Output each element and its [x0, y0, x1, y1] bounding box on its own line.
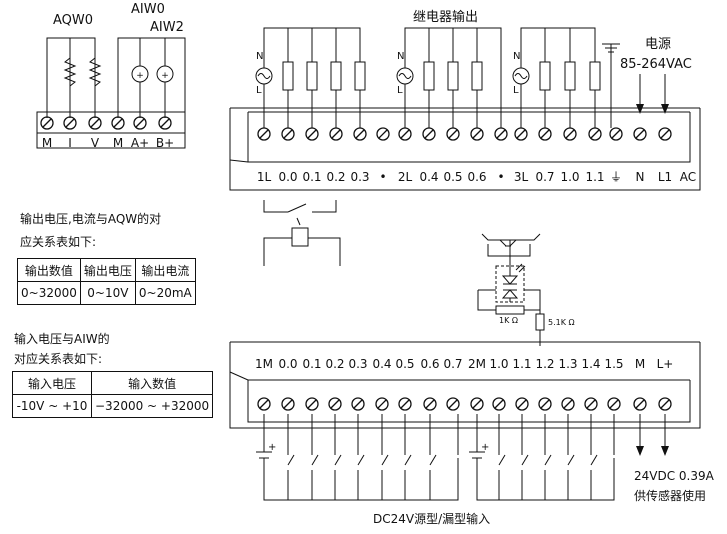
analog-terminal-label: I	[68, 136, 72, 150]
battery-plus-mark: +	[268, 442, 277, 453]
input-terminal-screws	[257, 397, 672, 411]
l-mark: L	[256, 85, 262, 96]
table-cell: 0~10V	[79, 281, 136, 305]
analog-source-marks: + +	[136, 71, 169, 81]
analog-terminal-label: V	[90, 136, 100, 150]
relay-terminal-label: 1.0	[560, 170, 580, 184]
input-terminal-label: 1.3	[558, 357, 578, 371]
input-terminal-label: 1.0	[489, 357, 509, 371]
aiw2-label: AIW2	[150, 20, 184, 35]
analog-terminal-label: A+	[130, 136, 150, 150]
input-terminal-label: 2M	[468, 357, 486, 371]
relay-terminal-label: 0.4	[419, 170, 439, 184]
input-terminal-label: 1.5	[604, 357, 624, 371]
relay-terminal-label: AC	[679, 170, 697, 184]
resistor-1k-label: 1K Ω	[499, 316, 518, 325]
relay-terminal-label: •	[379, 170, 387, 184]
relay-terminal-label: 1L	[256, 170, 272, 184]
input-table-caption-2: 对应关系表如下:	[14, 352, 103, 366]
l-mark: L	[513, 85, 519, 96]
table-cell: 0~32000	[17, 281, 81, 305]
output-relationship-table: 输出数值 输出电压 输出电流 0~32000 0~10V 0~20mA	[17, 258, 196, 305]
analog-module	[36, 37, 186, 149]
l-mark: L	[397, 85, 403, 96]
input-terminal-label: 0.2	[325, 357, 345, 371]
input-terminal-label: 1.4	[581, 357, 601, 371]
resistor-5k1-label: 5.1K Ω	[548, 318, 575, 327]
relay-terminal-label: 1.1	[585, 170, 605, 184]
svg-text:+: +	[136, 71, 144, 81]
input-module	[229, 341, 701, 501]
relay-terminal-label: N	[635, 170, 645, 184]
sensor-arrowheads	[636, 446, 669, 456]
relay-terminal-label: •	[497, 170, 505, 184]
table-cell: −32000 ~ +32000	[90, 394, 214, 418]
input-terminal-label: 1M	[255, 357, 273, 371]
relay-terminal-label: 0.3	[350, 170, 370, 184]
input-terminal-label: 1.1	[512, 357, 532, 371]
relay-terminal-label: 0.0	[278, 170, 298, 184]
relay-terminal-label: ⏚	[609, 170, 622, 184]
input-terminal-label: 0.5	[395, 357, 415, 371]
analog-terminal-label: M	[41, 136, 53, 150]
relay-terminal-label: 0.1	[302, 170, 322, 184]
input-terminal-label: 0.3	[348, 357, 368, 371]
table-header-cell: 输出数值	[17, 258, 81, 282]
input-terminal-label: 1.2	[535, 357, 555, 371]
relay-output-title: 继电器输出	[413, 10, 479, 25]
table-header-cell: 输入电压	[12, 371, 92, 395]
input-terminal-label: 0.4	[372, 357, 392, 371]
sensor-power-rating: 24VDC 0.39A	[634, 469, 714, 483]
relay-terminal-screws	[257, 127, 672, 141]
table-header-cell: 输出电压	[79, 258, 136, 282]
battery-plus-mark: +	[481, 442, 490, 453]
input-switches	[287, 414, 615, 500]
table-row: 0~32000 0~10V 0~20mA	[17, 281, 196, 305]
relay-terminal-label: 0.7	[535, 170, 555, 184]
relay-terminal-label: L1	[657, 170, 673, 184]
analog-terminal-label: B+	[155, 136, 175, 150]
output-table-caption-2: 应关系表如下:	[20, 235, 97, 249]
analog-terminal-label: M	[112, 136, 124, 150]
input-terminal-label: M	[634, 357, 646, 371]
table-cell: 0~20mA	[134, 281, 196, 305]
n-mark: N	[256, 51, 264, 62]
aqw-label: AQW0	[53, 13, 94, 28]
aiw0-label: AIW0	[131, 2, 165, 17]
svg-text:+: +	[161, 71, 169, 81]
table-cell: -10V ~ +10	[12, 394, 92, 418]
relay-terminal-label: 0.6	[467, 170, 487, 184]
input-footer-caption: DC24V源型/漏型输入	[373, 512, 491, 526]
input-terminal-label: 0.7	[443, 357, 463, 371]
relay-terminal-label: 3L	[513, 170, 529, 184]
sensor-power-note: 供传感器使用	[634, 489, 707, 503]
relay-module	[229, 27, 701, 191]
input-table-caption: 输入电压与AIW的	[14, 332, 110, 346]
relay-coil-detail	[263, 200, 341, 266]
input-terminal-label: 0.1	[302, 357, 322, 371]
power-range: 85-264VAC	[620, 57, 692, 72]
power-title: 电源	[645, 37, 672, 52]
table-row: 输出数值 输出电压 输出电流	[17, 258, 196, 282]
relay-terminal-label: 2L	[397, 170, 413, 184]
table-row: -10V ~ +10 −32000 ~ +32000	[12, 394, 214, 418]
relay-terminal-label: 0.2	[326, 170, 346, 184]
table-header-cell: 输出电流	[134, 258, 196, 282]
n-mark: N	[513, 51, 521, 62]
output-table-caption: 输出电压,电流与AQW的对	[20, 212, 162, 226]
input-relationship-table: 输入电压 输入数值 -10V ~ +10 −32000 ~ +32000	[12, 371, 214, 418]
input-terminal-label: 0.0	[278, 357, 298, 371]
relay-terminal-label: 0.5	[443, 170, 463, 184]
table-header-cell: 输入数值	[90, 371, 214, 395]
optocoupler-detail	[477, 233, 545, 346]
analog-terminal-screws	[40, 116, 172, 130]
table-row: 输入电压 输入数值	[12, 371, 214, 395]
power-arrowheads	[636, 104, 669, 114]
input-terminal-label: L+	[656, 357, 674, 371]
n-mark: N	[397, 51, 405, 62]
input-terminal-label: 0.6	[420, 357, 440, 371]
